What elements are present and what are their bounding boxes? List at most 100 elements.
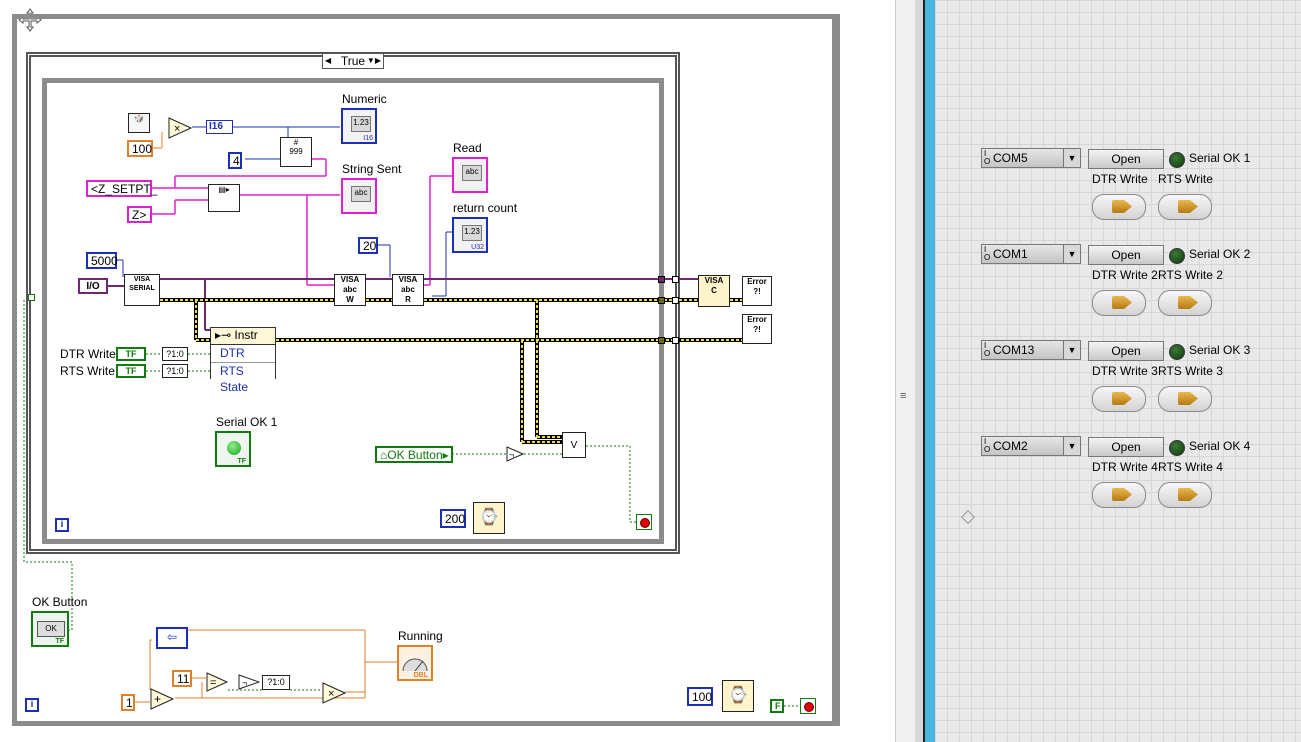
- dropdown-arrow-icon[interactable]: ▼: [1063, 149, 1080, 167]
- rts-write-label-fp: RTS Write: [1158, 172, 1213, 186]
- rts-write-switch[interactable]: [1158, 482, 1212, 508]
- dropdown-arrow-icon[interactable]: ▼: [1063, 341, 1080, 359]
- error2-tunnel-right: [672, 337, 679, 344]
- const-20[interactable]: 20: [358, 237, 378, 254]
- rts-write-switch[interactable]: [1158, 194, 1212, 220]
- inner-while-loop[interactable]: [42, 78, 664, 544]
- green-led-icon: [227, 441, 241, 455]
- switch-knob-icon: [1178, 296, 1198, 309]
- wire-layer: [23, 126, 800, 707]
- panel-left-edge: [915, 0, 923, 742]
- dtr-write-switch[interactable]: [1092, 386, 1146, 412]
- stop-icon: [640, 518, 650, 528]
- const-100[interactable]: 100: [127, 140, 153, 157]
- dtr-write-switch[interactable]: [1092, 482, 1146, 508]
- svg-text:×: ×: [328, 688, 334, 700]
- open-button[interactable]: Open: [1088, 437, 1164, 457]
- ok-button-terminal[interactable]: OK TF: [31, 611, 69, 647]
- switch-knob-icon: [1112, 488, 1132, 501]
- svg-text:+: +: [154, 692, 161, 706]
- add-node: +: [150, 688, 175, 715]
- window-splitter[interactable]: ≡: [895, 0, 916, 742]
- property-dtr-state[interactable]: DTR State: [211, 345, 275, 376]
- serial-ok-led: [1169, 440, 1185, 456]
- svg-text:¬: ¬: [509, 450, 514, 460]
- panel-blue-bar: [923, 0, 935, 742]
- tf-tag: TF: [237, 458, 246, 465]
- const-1[interactable]: 1: [121, 694, 135, 711]
- error-tunnel-right: [672, 297, 679, 304]
- front-panel: [935, 0, 1301, 742]
- rts-write-switch[interactable]: [1158, 290, 1212, 316]
- rts-write-terminal[interactable]: TF: [116, 364, 146, 378]
- not-node: ¬: [506, 446, 525, 467]
- const-io[interactable]: I/O: [78, 278, 108, 294]
- bool-to-int-3: ?1:0: [262, 675, 290, 690]
- svg-text:=: =: [210, 677, 216, 689]
- random-number-icon: 🎲: [128, 113, 150, 133]
- numeric-indicator: 1.23 I16: [341, 108, 377, 144]
- com-port-value: COM5: [993, 151, 1028, 165]
- const-z-string[interactable]: Z>: [127, 206, 152, 223]
- splitter-grip-icon[interactable]: ≡: [900, 390, 907, 402]
- rts-write-switch[interactable]: [1158, 386, 1212, 412]
- wait-ms-node-inner: ⌚: [473, 502, 505, 534]
- visa-serial-node: VISA SERIAL: [124, 274, 160, 306]
- const-setpt-string[interactable]: <Z_SETPT_: [86, 180, 157, 197]
- return-count-label: return count: [453, 201, 518, 215]
- const-11[interactable]: 11: [172, 670, 192, 687]
- move-cursor-icon: [18, 8, 42, 32]
- case-prev-icon[interactable]: ◀: [325, 56, 332, 65]
- error-tunnel-left: [658, 297, 665, 304]
- property-node-title: ▸⊸ Instr: [211, 328, 275, 345]
- stop-terminal-outer[interactable]: [800, 698, 816, 714]
- dtr-write-label-fp: DTR Write 3: [1092, 364, 1158, 378]
- gauge-icon: [402, 658, 428, 672]
- case-next-icon[interactable]: ▼▶: [366, 56, 381, 65]
- open-button[interactable]: Open: [1088, 149, 1164, 169]
- com-port-value: COM2: [993, 439, 1028, 453]
- case-selector-tunnel: [28, 294, 35, 301]
- com-port-value: COM1: [993, 247, 1028, 261]
- rts-write-label-fp: RTS Write 2: [1158, 268, 1223, 282]
- svg-text:¬: ¬: [242, 678, 247, 688]
- outer-while-loop[interactable]: [12, 14, 840, 726]
- property-rts-state[interactable]: RTS State: [211, 363, 275, 394]
- ok-button-reference[interactable]: ⌂OK Button▸: [375, 446, 453, 463]
- not-node-2: ¬: [238, 674, 261, 695]
- const-200[interactable]: 200: [440, 509, 466, 528]
- const-100-wait[interactable]: 100: [687, 687, 713, 706]
- dtr-write-terminal[interactable]: TF: [116, 347, 146, 361]
- stop-terminal-inner[interactable]: [636, 514, 652, 530]
- open-button[interactable]: Open: [1088, 341, 1164, 361]
- open-button[interactable]: Open: [1088, 245, 1164, 265]
- const-false[interactable]: F: [770, 699, 784, 713]
- serial-ok-led-indicator: TF: [215, 431, 251, 467]
- block-diagram: ◀ True ▼▶: [12, 8, 840, 726]
- dtr-write-switch[interactable]: [1092, 194, 1146, 220]
- dropdown-arrow-icon[interactable]: ▼: [1063, 245, 1080, 263]
- switch-knob-icon: [1112, 200, 1132, 213]
- const-5000[interactable]: 5000: [86, 252, 118, 269]
- multiply-node: ×: [168, 117, 193, 144]
- multiply-node-2: ×: [322, 682, 347, 709]
- bool-to-int-1: ?1:0: [162, 347, 188, 361]
- serial-ok-label-fp: Serial OK 1: [1189, 151, 1251, 165]
- dtr-write-switch[interactable]: [1092, 290, 1146, 316]
- dropdown-arrow-icon[interactable]: ▼: [1063, 437, 1080, 455]
- equal-node: =: [206, 672, 229, 697]
- const-4[interactable]: 4: [228, 152, 242, 169]
- visa-tunnel-right: [672, 276, 679, 283]
- com-port-value: COM13: [993, 343, 1035, 357]
- property-node: ▸⊸ Instr DTR State RTS State: [210, 327, 276, 394]
- case-selector[interactable]: ◀ True ▼▶: [322, 53, 384, 69]
- wait-ms-node-outer: ⌚: [722, 680, 754, 712]
